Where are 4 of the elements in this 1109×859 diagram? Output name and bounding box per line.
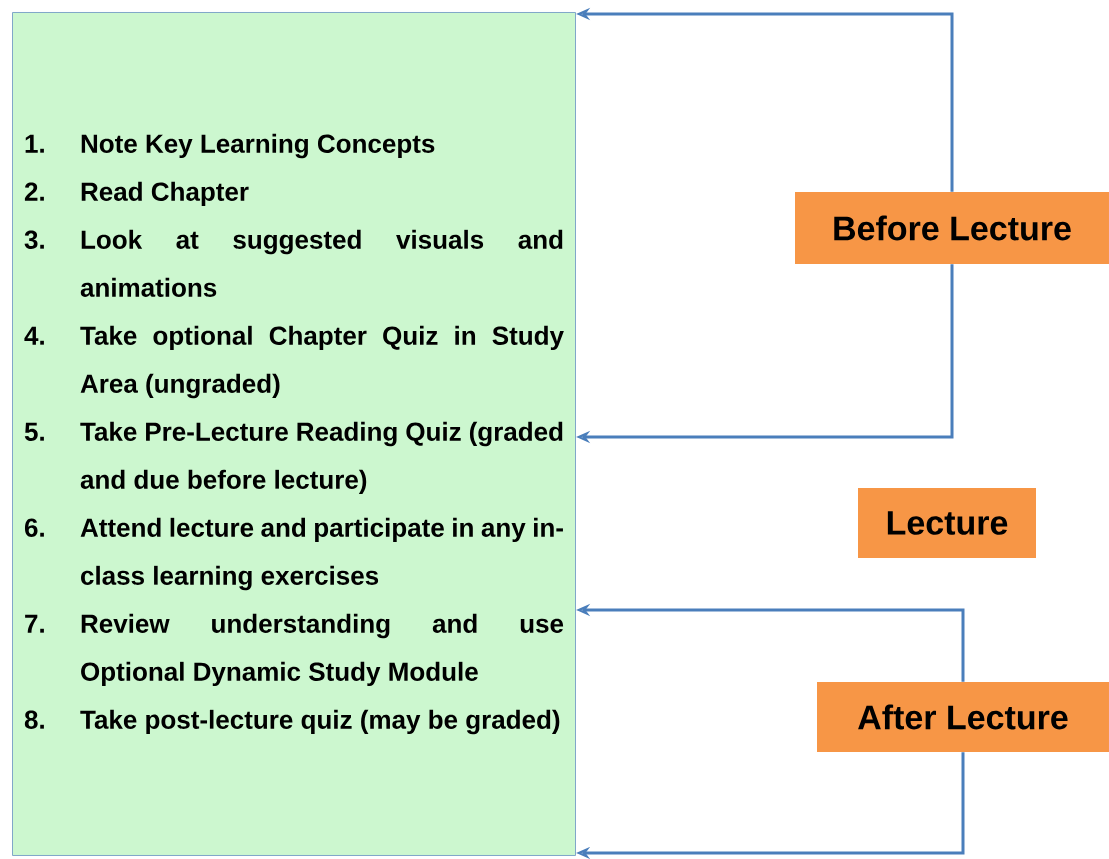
phase-label: Before Lecture bbox=[795, 192, 1109, 264]
phase-label: After Lecture bbox=[817, 682, 1109, 752]
phase-label: Lecture bbox=[858, 488, 1036, 558]
list-box: 1. Note Key Learning Concepts 2. Read Chapter 3. Look at suggested visuals and animations 4. Take optional Chapter Quiz in Study Area (ungraded) 5. Take Pre-Lecture Reading Quiz (graded and due before lecture) 6. Attend lecture and participate in any in-class learning exercises 7. Review understanding and use Optional Dynamic Study Module 8. Take post-lecture quiz (may be graded) bbox=[12, 12, 576, 856]
